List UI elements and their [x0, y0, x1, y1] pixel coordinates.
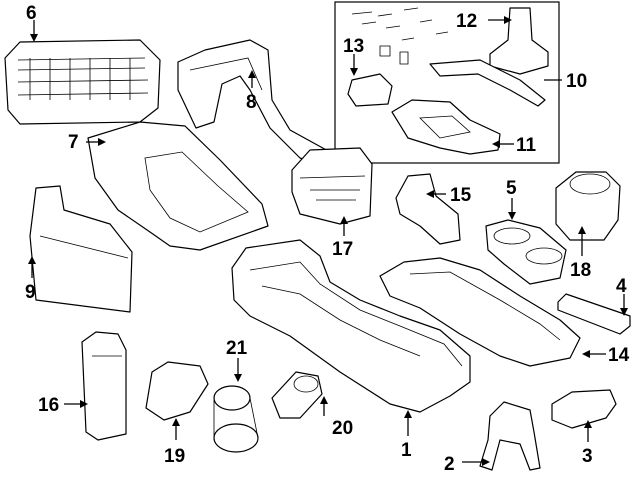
- part-11-shift-plate: [391, 99, 501, 155]
- part-14-console-panel: [379, 257, 581, 367]
- part-8-bezel: [177, 39, 331, 169]
- callout-18: 18: [570, 260, 591, 281]
- callout-1: 1: [401, 440, 412, 461]
- callout-8: 8: [246, 92, 257, 113]
- callout-4: 4: [616, 276, 627, 297]
- part-5-cup-holder: [485, 219, 567, 285]
- callout-5: 5: [506, 178, 517, 199]
- part-18-control-knob: [555, 171, 621, 241]
- callout-12: 12: [456, 11, 477, 32]
- callout-20: 20: [332, 418, 353, 439]
- callout-10: 10: [566, 71, 587, 92]
- leader-lines: [28, 16, 628, 466]
- part-10-trim-ring: [429, 59, 546, 107]
- callout-21: 21: [226, 338, 248, 359]
- part-20-lighter-socket: [271, 371, 323, 419]
- callout-3: 3: [582, 446, 593, 467]
- assembly-group-box: [334, 1, 560, 164]
- part-15-boot: [395, 173, 461, 245]
- callout-2: 2: [444, 454, 455, 475]
- part-13-switch-set: [347, 7, 449, 107]
- part-21-power-socket: [213, 385, 259, 453]
- part-16-switch: [81, 331, 127, 441]
- callout-labels: 6 7 8 9 13 12 10 11 15 5 17 18 4 14 1 16…: [25, 3, 630, 475]
- part-3-cover: [551, 389, 617, 429]
- part-4-trim-strip: [557, 293, 631, 335]
- callout-9: 9: [25, 282, 36, 303]
- callout-11: 11: [516, 135, 537, 156]
- part-6-vent-tray: [4, 39, 161, 125]
- callout-19: 19: [164, 446, 185, 467]
- callout-14: 14: [608, 345, 630, 366]
- part-17-shifter-unit: [291, 147, 373, 225]
- callout-17: 17: [332, 239, 353, 260]
- part-1-console-body: [231, 239, 471, 413]
- part-2-bracket: [479, 401, 541, 471]
- callout-16: 16: [38, 395, 59, 416]
- callout-7: 7: [68, 132, 79, 153]
- part-12-shift-boot: [489, 7, 549, 75]
- part-7-side-panel: [87, 121, 269, 251]
- callout-6: 6: [26, 3, 37, 24]
- callout-15: 15: [450, 185, 472, 206]
- callout-13: 13: [343, 36, 364, 57]
- part-19-switch: [145, 361, 209, 421]
